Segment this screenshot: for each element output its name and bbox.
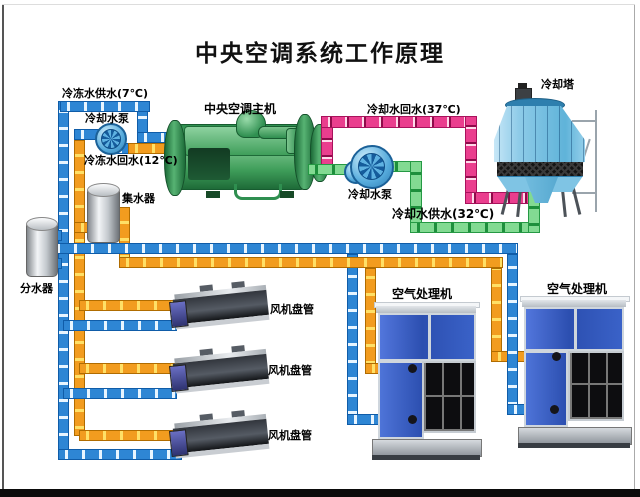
cooling-return-riser: [321, 116, 333, 166]
pump-left-impeller-icon: [101, 129, 121, 149]
label-air-handler-2: 空气处理机: [547, 282, 608, 296]
ahu1-return-port: [408, 364, 417, 373]
label-fan-coil-3: 风机盘管: [268, 429, 312, 442]
page-title: 中央空调系统工作原理: [195, 41, 445, 67]
fan-coil-3-return-branch: [79, 430, 179, 441]
fan-coil-unit-1: [168, 279, 272, 335]
fcu1-connector: [169, 300, 189, 328]
tower-shell: [494, 106, 585, 162]
chiller-bottom-pipe: [234, 184, 282, 200]
label-fan-coil-2: 风机盘管: [268, 364, 312, 377]
ahu-2-supply-drop: [507, 254, 518, 412]
cooling-supply-bottom-run: [410, 222, 538, 233]
chilled-supply-main: [50, 243, 518, 254]
label-collector: 集水器: [122, 192, 155, 205]
tower-scaffold-post: [595, 110, 597, 212]
ahu-2-return-drop: [491, 268, 502, 362]
pump-right-volute: [350, 145, 394, 189]
tower-scaffold-bar-top: [572, 120, 597, 122]
chiller-foot-left: [206, 191, 220, 198]
collector-tank: [87, 183, 120, 243]
ahu2-grille: [568, 351, 624, 421]
label-chilled-supply: 冷冻水供水(7℃): [62, 87, 149, 100]
fcu3-connector: [169, 429, 189, 457]
ahu1-supply-port: [408, 415, 417, 424]
ahu2-upper-panel: [524, 307, 624, 351]
label-chilled-return: 冷冻水回水(12℃): [84, 154, 178, 167]
fcu2-connector: [169, 364, 189, 392]
label-distributor: 分水器: [20, 282, 53, 295]
frame-top-edge: [2, 4, 635, 5]
ahu1-upper-panel: [378, 313, 476, 361]
label-chiller: 中央空调主机: [204, 102, 277, 116]
ahu2-left-column: [524, 351, 568, 427]
label-pump-right: 冷却水泵: [348, 188, 392, 201]
pump-right-impeller-icon: [358, 153, 385, 180]
tower-scaffold-bar-bottom: [572, 192, 597, 194]
ahu2-panel-divider: [574, 309, 577, 349]
label-fan-coil-1: 风机盘管: [270, 303, 314, 316]
collector-tank-cap: [87, 183, 120, 197]
chiller-foot-right: [280, 191, 294, 198]
fan-coil-3-supply-branch: [58, 449, 182, 460]
cooling-tower-unit: [488, 76, 610, 218]
distributor-tank-cap: [26, 217, 58, 231]
chiller-left-flange: [164, 120, 186, 196]
cooling-water-pump: [342, 142, 398, 190]
frame-right-edge: [634, 4, 635, 489]
label-cooling-supply: 冷却水供水(32℃): [392, 207, 495, 221]
ahu1-grille: [422, 361, 476, 433]
distributor-tank: [26, 217, 58, 277]
label-air-handler-1: 空气处理机: [392, 287, 453, 301]
fan-coil-2-return-branch: [79, 363, 179, 374]
label-cooling-return: 冷却水回水(37℃): [367, 103, 461, 116]
chilled-supply-pipe-left-riser: [58, 101, 69, 460]
ahu2-return-port: [552, 352, 561, 361]
ahu1-roof-strip: [376, 306, 476, 313]
cooling-supply-down-run: [410, 161, 422, 233]
ahu-1-supply-drop: [347, 254, 358, 421]
ahu2-base-edge: [518, 443, 630, 448]
chilled-water-pump: [92, 120, 130, 155]
chiller-dark-panel: [188, 148, 230, 180]
fan-coil-1-supply-branch: [63, 320, 177, 331]
frame-left-edge: [2, 4, 4, 489]
chilled-return-main: [119, 257, 503, 268]
tower-fill-mesh: [497, 162, 583, 176]
air-handler-unit-2: [518, 294, 632, 454]
ahu2-supply-port: [550, 405, 559, 414]
air-handler-unit-1: [372, 300, 482, 462]
fan-coil-1-return-branch: [79, 300, 179, 311]
chilled-supply-pipe-top: [60, 101, 150, 112]
cooling-return-down-run: [465, 116, 477, 204]
cooling-return-top-run: [321, 116, 477, 128]
ahu1-base-edge: [372, 455, 480, 460]
label-pump-left: 冷却水泵: [85, 112, 129, 125]
ahu1-panel-divider: [428, 315, 431, 359]
ahu2-roof-strip: [522, 300, 626, 307]
ahu1-left-column: [378, 361, 424, 439]
frame-bottom-bar: [0, 489, 640, 497]
fan-coil-2-supply-branch: [63, 388, 177, 399]
tower-motor-cap: [518, 83, 527, 89]
fan-coil-unit-2: [168, 343, 272, 399]
label-cooling-tower: 冷却塔: [541, 78, 574, 91]
fan-coil-unit-3: [168, 408, 272, 464]
